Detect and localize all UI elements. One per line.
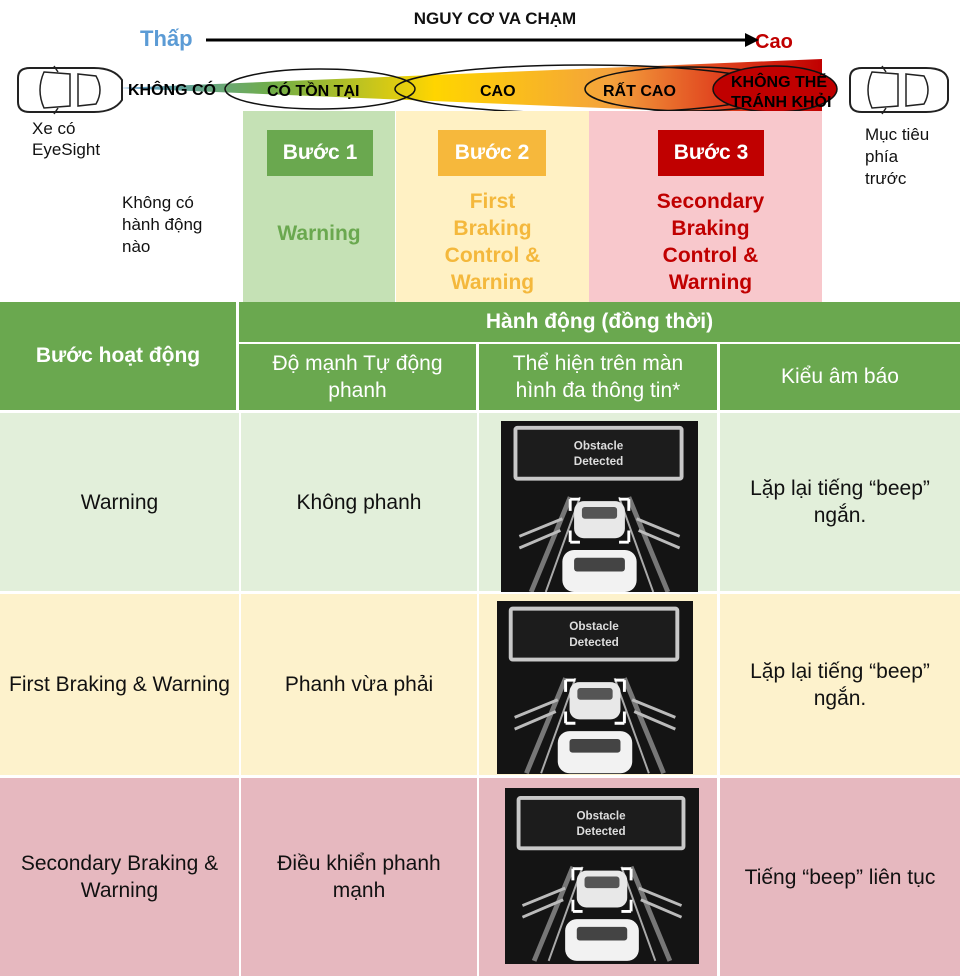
header-sound: Kiểu âm báo: [720, 344, 960, 410]
level-very-high-label: RẤT CAO: [603, 81, 676, 100]
header-braking: Độ mạnh Tự động phanh: [239, 344, 476, 410]
target-car-icon: [849, 65, 949, 115]
risk-arrow-icon: [206, 33, 759, 47]
step-2-text: First Braking Control & Warning: [444, 190, 541, 294]
obstacle-display-icon: Obstacle Detected: [513, 425, 684, 592]
row-3-screen-line1: Obstacle: [576, 809, 626, 822]
header-step: Bước hoạt động: [0, 302, 236, 410]
header-actions: Hành động (đồng thời): [239, 302, 960, 342]
level-unavoidable-label-1: KHÔNG THỂ: [731, 72, 827, 91]
risk-gradient-wedge: [118, 59, 822, 117]
row-3-braking: Điều khiển phanh mạnh: [241, 778, 477, 976]
row-1-display-screen: Obstacle Detected: [501, 421, 698, 592]
row-2-sound: Lặp lại tiếng “beep” ngắn.: [720, 594, 960, 775]
step-2-badge: Bước 2: [438, 130, 546, 176]
row-3-screen-line2: Detected: [576, 825, 625, 838]
obstacle-display-icon: Obstacle Detected: [508, 606, 680, 774]
row-2-step: First Braking & Warning: [0, 594, 239, 775]
row-2-screen-line1: Obstacle: [569, 620, 619, 633]
header-display: Thể hiện trên màn hình đa thông tin*: [479, 344, 717, 410]
row-3-sound: Tiếng “beep” liên tục: [720, 778, 960, 976]
row-3-step: Secondary Braking & Warning: [0, 778, 239, 976]
no-action-label: Không có hành động nào: [122, 193, 203, 256]
row-1-sound: Lặp lại tiếng “beep” ngắn.: [720, 413, 960, 591]
level-exists-label: CÓ TỒN TẠI: [267, 81, 359, 100]
row-1-braking: Không phanh: [241, 413, 477, 591]
row-2-braking: Phanh vừa phải: [241, 594, 477, 775]
step-1-badge: Bước 1: [267, 130, 373, 176]
eyesight-car-icon: [17, 65, 123, 115]
target-label: Mục tiêu phía trước: [865, 125, 930, 188]
step-3-text: Secondary Braking Control & Warning: [656, 190, 765, 294]
row-1-step: Warning: [0, 413, 239, 591]
row-1-screen-line2: Detected: [574, 455, 624, 468]
step-3-badge: Bước 3: [658, 130, 764, 176]
risk-low-label: Thấp: [140, 26, 193, 51]
row-2-screen-line2: Detected: [569, 636, 619, 649]
own-car-label: Xe có EyeSight: [32, 119, 101, 159]
level-none-label: KHÔNG CÓ: [128, 80, 216, 99]
obstacle-display-icon: Obstacle Detected: [516, 795, 686, 962]
risk-scale-title: NGUY CƠ VA CHẠM: [413, 9, 577, 28]
row-1-screen-line1: Obstacle: [574, 439, 624, 452]
level-exists-outline: [224, 68, 416, 110]
level-unavoidable-label-2: TRÁNH KHỎI: [731, 92, 831, 111]
row-3-display-screen: Obstacle Detected: [505, 788, 699, 964]
risk-high-label: Cao: [755, 31, 793, 53]
step-1-text: Warning: [277, 222, 361, 245]
level-high-label: CAO: [480, 83, 516, 100]
row-2-display-screen: Obstacle Detected: [497, 601, 693, 774]
risk-band: KHÔNG CÓ CÓ TỒN TẠI CAO RẤT CAO KHÔNG TH…: [118, 59, 838, 117]
